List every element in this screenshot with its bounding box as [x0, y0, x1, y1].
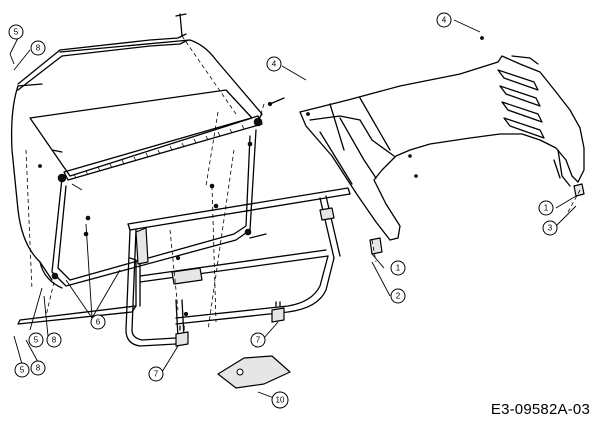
callout-bubbles: 5 8 4 4 1 3 1	[8, 12, 558, 409]
callout-leaders	[9, 19, 577, 399]
callout-8-bottom: 8	[30, 360, 46, 376]
svg-text:8: 8	[36, 364, 41, 373]
gasket-plate	[217, 355, 291, 389]
svg-text:1: 1	[544, 204, 549, 213]
callout-5-middle: 5	[28, 332, 44, 348]
svg-text:1: 1	[396, 264, 401, 273]
callout-3: 3	[542, 220, 558, 236]
callout-4-middle: 4	[266, 56, 282, 72]
svg-text:4: 4	[272, 60, 277, 69]
svg-text:5: 5	[34, 336, 39, 345]
side-panel	[299, 36, 585, 255]
svg-text:7: 7	[154, 370, 159, 379]
callout-1-center: 1	[390, 260, 406, 276]
svg-text:5: 5	[14, 28, 19, 37]
callout-8-top: 8	[30, 40, 46, 56]
svg-text:10: 10	[276, 396, 285, 405]
svg-text:4: 4	[442, 16, 447, 25]
svg-text:7: 7	[256, 336, 261, 345]
callout-5-top: 5	[8, 24, 24, 40]
assembly-lines	[25, 35, 581, 331]
bag-frame	[17, 187, 351, 347]
svg-text:2: 2	[396, 292, 401, 301]
callout-10: 10	[271, 391, 289, 409]
svg-text:8: 8	[36, 44, 41, 53]
svg-text:6: 6	[96, 318, 101, 327]
callout-1-right: 1	[538, 200, 554, 216]
drawing-code: E3-09582A-03	[490, 401, 590, 418]
callout-2: 2	[390, 288, 406, 304]
callout-7-right: 7	[250, 332, 266, 348]
callout-7-left: 7	[148, 366, 164, 382]
callout-4-top-right: 4	[436, 12, 452, 28]
callout-8-middle: 8	[46, 332, 62, 348]
callout-5-bottom: 5	[14, 362, 30, 378]
svg-text:3: 3	[548, 224, 553, 233]
hatched-rail	[73, 124, 245, 179]
callout-6: 6	[90, 314, 106, 330]
panel-slots	[497, 55, 545, 139]
svg-text:8: 8	[52, 336, 57, 345]
grass-bag	[10, 13, 285, 289]
svg-text:5: 5	[20, 366, 25, 375]
